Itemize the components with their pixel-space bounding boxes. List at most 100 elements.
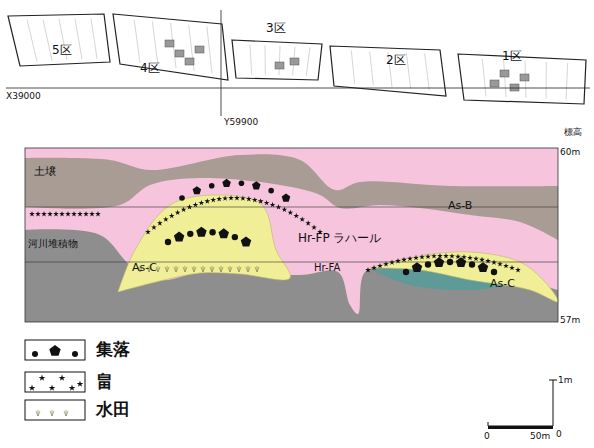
field-mark [509,265,515,270]
zone-outline [330,46,446,96]
field-mark [175,210,181,215]
settlement-mark [491,269,497,275]
field-mark [497,261,503,266]
layer-label: 河川堆積物 [28,238,78,249]
paddy-mark [174,266,178,272]
map-detail [152,21,158,65]
laharr-layer [25,148,558,322]
map-detail [250,45,252,75]
settlement-mark [252,181,261,189]
map-detail [504,60,506,97]
field-mark [407,256,413,261]
field-mark [163,216,169,221]
cross-section [25,148,558,322]
scale-bar [488,380,557,429]
field-mark [216,196,222,201]
field-mark [49,384,56,390]
field-mark [35,211,41,216]
settlement-mark [232,234,238,240]
settlement-mark [425,261,431,267]
field-mark [29,211,35,216]
field-mark [210,197,216,202]
legend-box [25,340,85,360]
settlement-mark [412,262,422,272]
map-feature [520,74,529,81]
field-mark [491,259,497,264]
field-mark [77,380,84,386]
field-mark [389,259,395,264]
zone-label: 1区 [502,50,522,63]
layer-label: As-C [490,278,515,290]
settlement-mark [32,351,38,357]
map-detail [134,20,140,63]
field-mark [47,211,53,216]
settlement-mark [179,195,185,201]
field-mark [77,211,83,216]
asc-layer [370,252,558,302]
layer-label: As-C [132,262,157,274]
layer-label: Hr-FP ラハール [298,232,381,245]
settlement-mark [196,227,206,237]
field-mark [157,220,163,225]
map-detail [425,53,430,90]
field-mark [53,211,59,216]
settlement-mark [165,239,171,245]
field-mark [228,195,234,200]
field-mark [288,210,294,215]
settlement-mark [282,194,291,202]
zone-outline [8,14,110,66]
settlement-mark [218,228,228,238]
field-mark [293,213,299,218]
map-detail [306,47,310,75]
section-frame [25,148,558,322]
paddy-mark [50,410,54,416]
field-mark [377,263,383,268]
legend-text: 畠 [96,372,113,391]
zone-outline [232,40,322,80]
paddy-mark [219,266,223,272]
axis-label: 0 [484,432,490,442]
field-mark [383,261,389,266]
field-mark [145,229,151,234]
paddy-mark [228,266,232,272]
zone-label: 4区 [140,62,160,75]
field-mark [169,213,175,218]
settlement-mark [49,345,60,356]
zone-outline [458,54,586,104]
paddy-mark [237,266,241,272]
field-mark [264,200,270,205]
map-feature [195,46,204,53]
field-mark [69,384,76,390]
settlement-mark [434,257,444,267]
settlement-mark [209,183,215,189]
field-mark [89,211,95,216]
field-mark [29,384,36,390]
zone-label: 3区 [266,22,286,35]
field-mark [401,257,407,262]
axis-label: 60m [560,148,580,158]
settlement-mark [469,261,475,267]
field-mark [431,253,437,258]
settlement-mark [456,257,466,267]
field-mark [204,198,210,203]
map-feature [490,80,499,87]
axis-label: 0 [556,430,562,440]
map-detail [546,62,547,99]
field-mark [59,211,65,216]
map-detail [91,18,97,58]
settlement-mark [72,351,78,357]
settlement-mark [478,262,488,272]
field-mark [83,211,89,216]
paddy-mark [192,266,196,272]
settlement-mark [209,229,215,235]
axis-label: Y59900 [224,118,258,128]
map-detail [482,59,486,97]
field-mark [41,211,47,216]
settlement-mark [174,232,184,242]
map-feature [185,58,194,65]
map-feature [175,50,184,57]
field-mark [425,254,431,259]
field-mark [65,211,71,216]
grid-line [6,88,590,89]
